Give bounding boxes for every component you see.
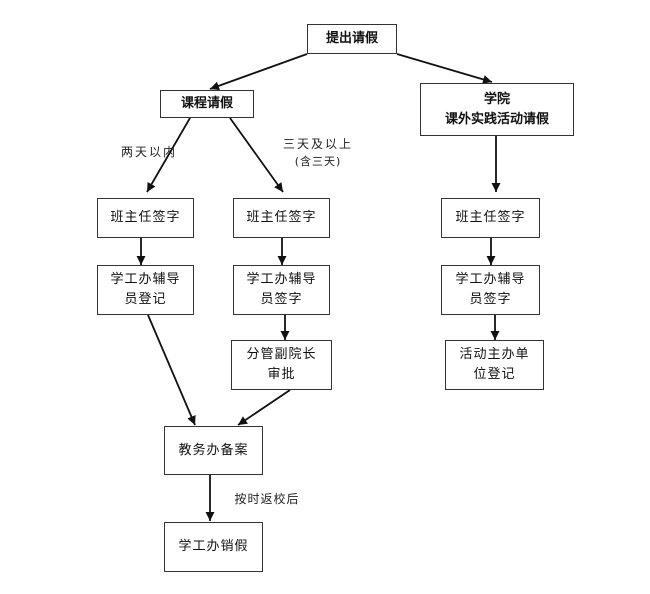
college-activity-leave-node: 学院 课外实践活动请假 (420, 83, 574, 136)
arrow-a-counselor-to-academic-affairs (147, 314, 196, 426)
course-leave-node: 课程请假 (160, 90, 254, 118)
academic-affairs-filing-node: 教务办备案 (164, 426, 263, 475)
class-teacher-sign-node-activity: 班主任签字 (441, 198, 540, 238)
arrow-course-to-long-path (229, 117, 284, 193)
activity-organizer-register-node: 活动主办单 位登记 (445, 340, 544, 390)
counselor-sign-node-activity: 学工办辅导 员签字 (441, 265, 540, 315)
submit-leave-label: 提出请假 (325, 31, 378, 46)
class-teacher-sign-node-long: 班主任签字 (233, 198, 330, 238)
counselor-register-node-short: 学工办辅导 员登记 (97, 265, 194, 315)
after-return-label: 按时返校后 (234, 492, 300, 506)
arrow-course-to-short-path (146, 117, 191, 193)
submit-leave-node: 提出请假 (307, 24, 397, 54)
cancel-leave-node: 学工办销假 (164, 522, 263, 572)
arrow-submit-to-course (209, 53, 308, 91)
arrow-submit-to-college (396, 53, 493, 84)
arrow-dean-to-academic-affairs (237, 389, 291, 426)
course-leave-label: 课程请假 (180, 96, 233, 111)
vice-dean-approval-node: 分管副院长 审批 (231, 340, 332, 390)
three-days-or-more-label: 三天及以上 (含三天) (282, 137, 353, 168)
counselor-sign-node-long: 学工办辅导 员签字 (233, 265, 330, 315)
college-label: 学院 (483, 91, 510, 107)
activity-leave-label: 课外实践活动请假 (444, 111, 549, 127)
class-teacher-sign-node-short: 班主任签字 (97, 198, 194, 238)
within-two-days-label: 两天以内 (120, 145, 177, 159)
